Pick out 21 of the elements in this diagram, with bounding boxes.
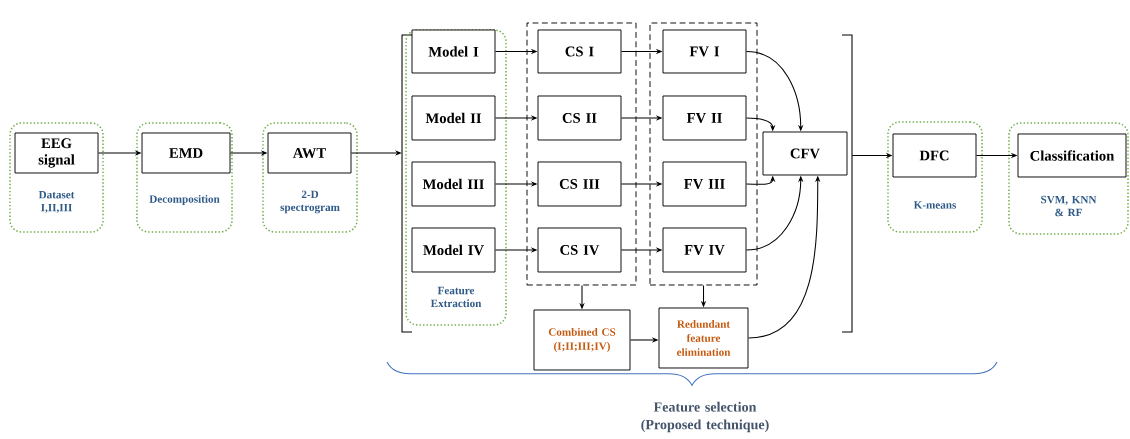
process-box: FV II [662,95,747,141]
process-box: CS II [537,95,622,141]
process-box: CS III [537,161,622,207]
process-box: Model III [411,161,496,207]
process-box: Classification [1017,133,1127,178]
process-box: CFV [762,131,848,176]
process-box: EEG signal [14,132,99,174]
process-box: Combined CS (I;II;III;IV) [533,309,631,371]
process-box: EMD [141,132,231,174]
process-box: CS IV [537,227,622,273]
process-box: AWT [267,132,352,174]
process-box: DFC [892,133,977,178]
process-box: CS I [537,29,622,74]
process-box: FV III [662,161,747,207]
process-box: Model II [411,95,496,141]
process-box: FV I [662,29,747,74]
caption-text: Feature selection (Proposed technique) [641,401,769,433]
process-box: FV IV [662,227,747,273]
process-box: Model IV [411,227,496,273]
process-box: Model I [411,29,496,74]
process-box: Redundant feature elimination [658,307,749,369]
